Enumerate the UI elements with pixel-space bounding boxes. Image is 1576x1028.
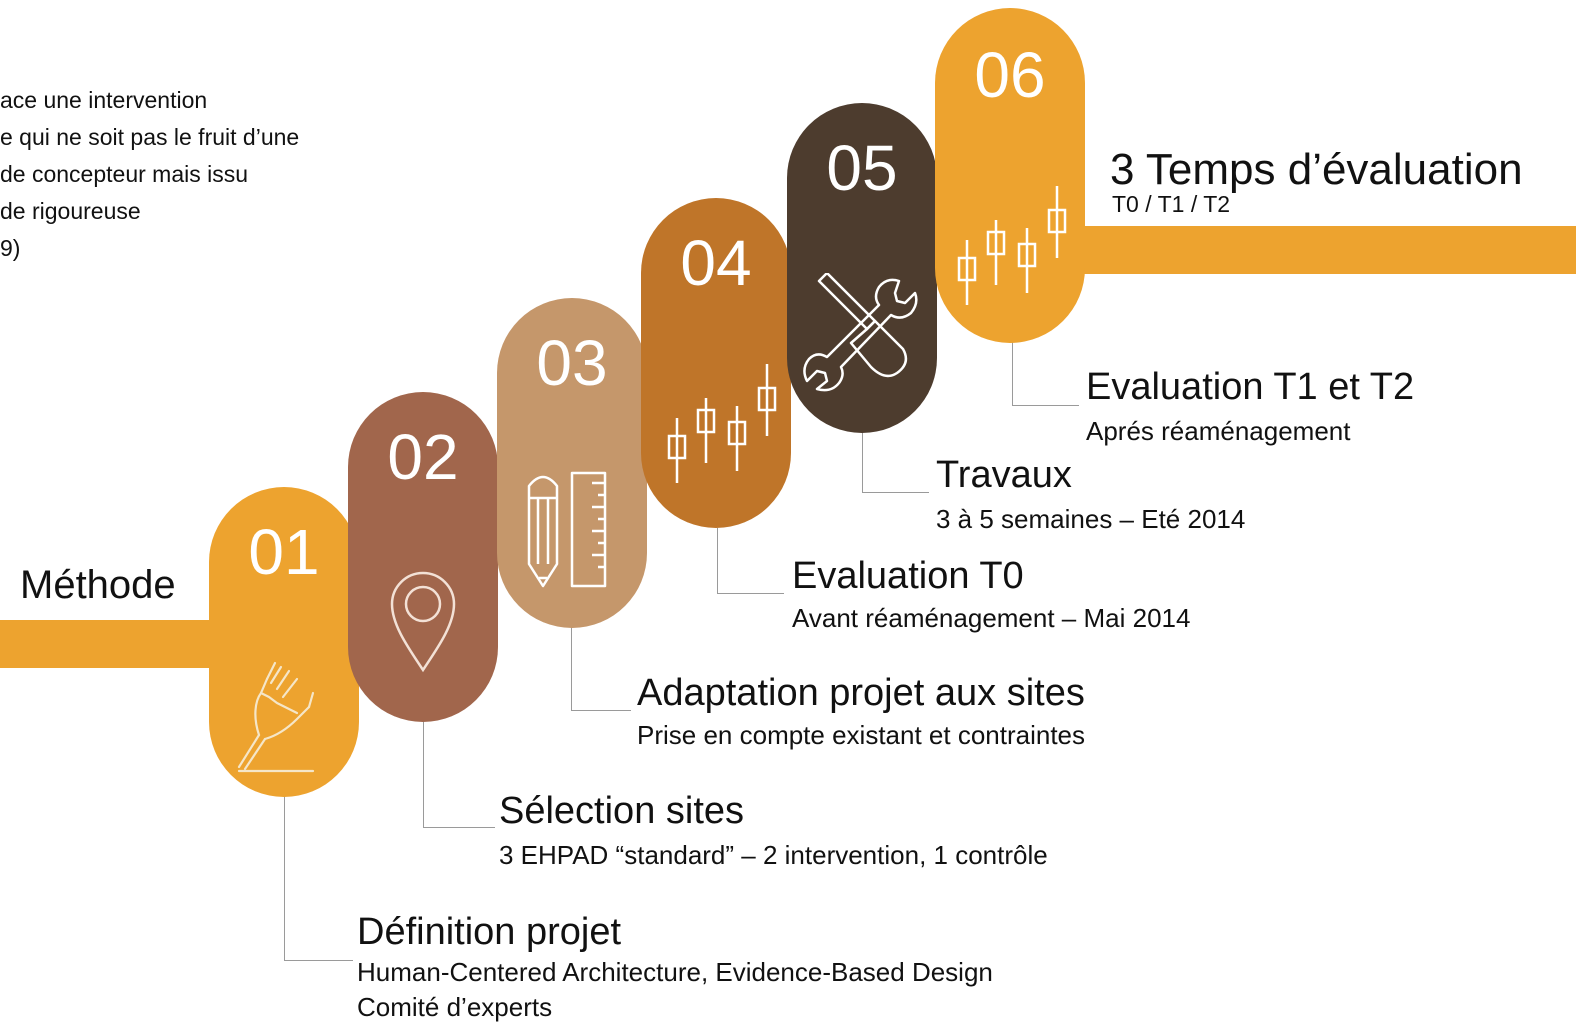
step-01-line: Human-Centered Architecture, Evidence-Ba… [357, 957, 993, 987]
step-05-pill: 05 [787, 103, 937, 433]
candlestick-chart-icon [667, 364, 777, 483]
step-01-number: 01 [248, 516, 320, 588]
step-03-title: Adaptation projet aux sites [637, 672, 1085, 714]
step-04-title: Evaluation T0 [792, 555, 1024, 597]
step-04-pill: 04 [641, 198, 791, 528]
candlestick-chart-icon [957, 186, 1067, 305]
step-03-line: Prise en compte existant et contraintes [637, 720, 1086, 750]
connector-06 [1012, 335, 1079, 406]
evaluation-band [1040, 226, 1576, 274]
step-01-line: Comité d’experts [357, 992, 553, 1022]
step-01-pill: 01 [209, 487, 359, 797]
connector-02 [423, 718, 495, 828]
methode-label: Méthode [20, 563, 176, 607]
pencil-ruler-icon [527, 471, 607, 588]
step-03-pill: 03 [497, 298, 647, 628]
step-06-pill: 06 [935, 8, 1085, 343]
methode-band [0, 620, 230, 668]
step-02-line: 3 EHPAD “standard” – 2 intervention, 1 c… [499, 840, 1048, 870]
step-05-title: Travaux [936, 454, 1072, 496]
step-04-line: Avant réaménagement – Mai 2014 [792, 603, 1191, 633]
connector-05 [862, 430, 929, 493]
step-02-title: Sélection sites [499, 790, 745, 832]
intro-line: e qui ne soit pas le fruit d’une [0, 124, 300, 150]
step-05-number: 05 [826, 132, 898, 204]
connector-01 [284, 790, 353, 961]
intro-text: ace une intervention e qui ne soit pas l… [0, 82, 420, 267]
step-01-title: Définition projet [357, 911, 622, 953]
intro-line: de concepteur mais issu [0, 161, 249, 187]
intro-line: ace une intervention [0, 87, 208, 113]
location-pin-icon [390, 571, 456, 673]
hand-pencil-icon [237, 661, 315, 773]
tools-icon [803, 273, 918, 392]
connector-03 [571, 626, 631, 711]
step-06-title: Evaluation T1 et T2 [1086, 366, 1415, 408]
connector-04 [717, 528, 784, 594]
step-02-number: 02 [387, 421, 459, 493]
intro-line: de rigoureuse [0, 198, 141, 224]
intro-line: 9) [0, 235, 21, 261]
eval-header-subtitle: T0 / T1 / T2 [1112, 191, 1231, 217]
eval-header-title: 3 Temps d’évaluation [1110, 145, 1523, 194]
step-06-line: Aprés réaménagement [1086, 416, 1351, 446]
step-02-pill: 02 [348, 392, 498, 722]
step-03-number: 03 [536, 327, 608, 399]
step-04-number: 04 [680, 227, 752, 299]
step-06-number: 06 [974, 39, 1046, 111]
step-05-line: 3 à 5 semaines – Eté 2014 [936, 504, 1246, 534]
